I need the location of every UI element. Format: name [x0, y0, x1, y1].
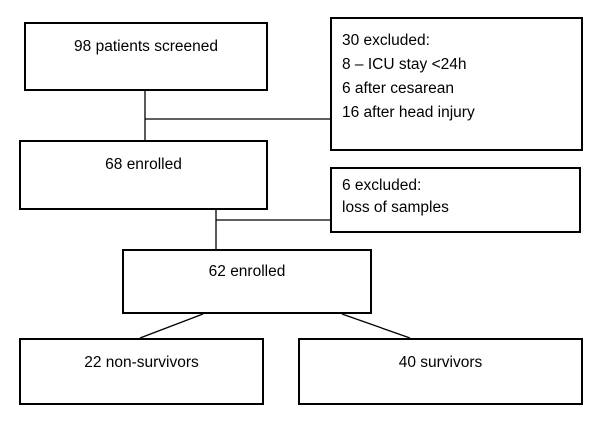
- excluded-2-line: 6 excluded:: [342, 177, 422, 194]
- enrolled-68-box: 68 enrolled: [19, 140, 268, 210]
- excluded-box-1: 30 excluded: 8 – ICU stay <24h 6 after c…: [330, 17, 583, 151]
- excluded-1-line: 16 after head injury: [342, 104, 475, 121]
- excluded-1-line: 30 excluded:: [342, 32, 430, 49]
- connector-to-non-survivors: [139, 313, 204, 339]
- enrolled-62-label: 62 enrolled: [208, 263, 286, 280]
- non-survivors-box: 22 non-survivors: [19, 338, 264, 405]
- screened-label: 98 patients screened: [74, 38, 218, 55]
- excluded-box-2: 6 excluded: loss of samples: [330, 167, 581, 233]
- survivors-label: 40 survivors: [398, 354, 483, 371]
- survivors-box: 40 survivors: [298, 338, 583, 405]
- enrolled-68-label: 68 enrolled: [105, 156, 182, 173]
- enrolled-62-box: 62 enrolled: [122, 249, 372, 314]
- non-survivors-label: 22 non-survivors: [84, 354, 199, 371]
- excluded-1-line: 8 – ICU stay <24h: [342, 56, 467, 73]
- screened-box: 98 patients screened: [24, 22, 268, 91]
- excluded-1-line: 6 after cesarean: [342, 80, 455, 97]
- connector-to-survivors: [341, 313, 411, 339]
- excluded-2-line: loss of samples: [342, 199, 449, 216]
